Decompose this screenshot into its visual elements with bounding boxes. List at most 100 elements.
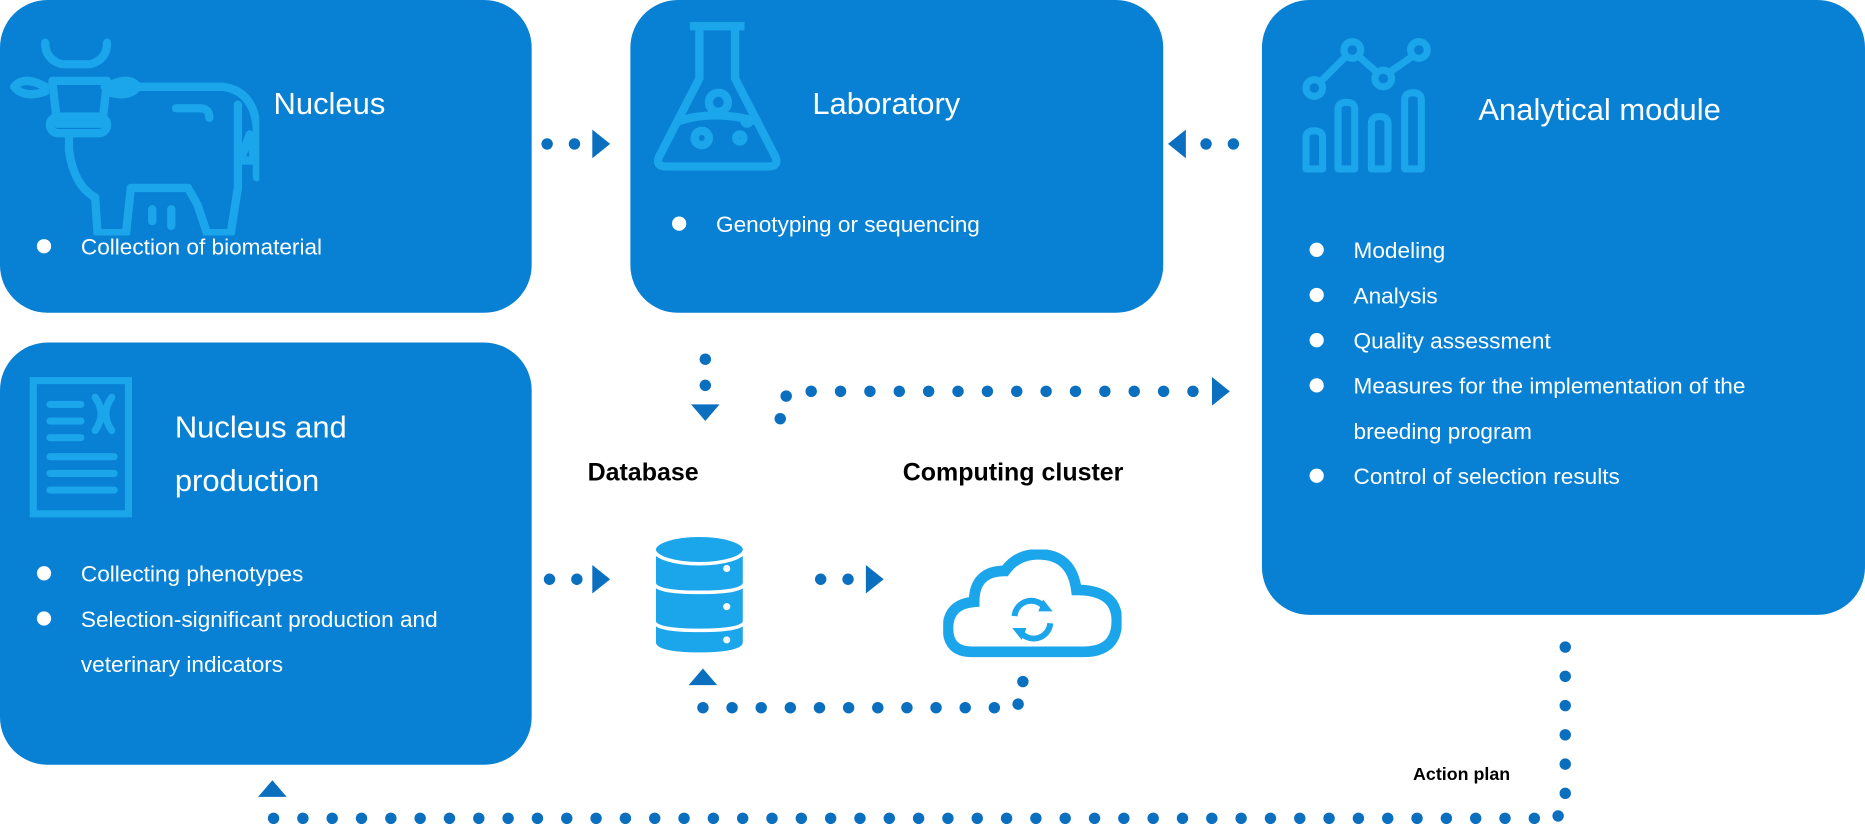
connector-dot — [824, 812, 837, 825]
document-chromosome-icon — [29, 377, 133, 518]
analytical-module-title: Analytical module — [1478, 91, 1721, 128]
connector-dot — [1559, 787, 1571, 800]
list-item: Control of selection results — [1309, 456, 1830, 501]
connector-dot — [568, 138, 581, 150]
connector-dot — [1088, 812, 1101, 825]
connector-dot — [901, 701, 913, 714]
list-item: Collecting phenotypes — [36, 553, 474, 598]
connector-dot — [988, 701, 1001, 714]
connector-dot — [1128, 385, 1140, 398]
computing-cluster-label: Computing cluster — [902, 459, 1124, 487]
connector-dot — [784, 701, 797, 714]
connector-dot — [726, 701, 738, 714]
connector-dot — [385, 812, 397, 825]
connector-dot — [834, 385, 847, 398]
connector-dot — [1559, 729, 1571, 741]
connector-dot — [1176, 812, 1189, 825]
list-item: Quality assessment — [1309, 320, 1830, 365]
connector-dot — [842, 573, 854, 585]
connector-dot — [1352, 812, 1365, 825]
arrow-head-icon — [865, 564, 884, 594]
connector-dot — [736, 812, 749, 825]
connector-dot — [1012, 698, 1024, 710]
connector-dot — [699, 379, 712, 392]
connector-dot — [766, 812, 778, 825]
connector-dot — [561, 812, 573, 825]
connector-dot — [649, 812, 661, 825]
laboratory-list: Genotyping or sequencing — [672, 203, 980, 248]
nucleus-production-title-line2: production — [174, 462, 320, 499]
connector-dot — [922, 385, 935, 398]
connector-dot — [1559, 641, 1571, 653]
connector-dot — [1469, 812, 1482, 825]
connector-dot — [864, 385, 876, 398]
arrow-head-icon — [258, 780, 287, 797]
connector-dot — [971, 812, 983, 825]
connector-dot — [297, 812, 309, 825]
connector-dot — [1099, 385, 1111, 398]
connector-dot — [541, 138, 553, 150]
action-plan-label: Action plan — [1413, 764, 1511, 786]
connector-dot — [1040, 385, 1052, 398]
connector-dot — [814, 573, 827, 585]
list-item: Collection of biomaterial — [36, 226, 322, 271]
analytical-module-box: Analytical module Modeling Analysis Qual… — [1261, 0, 1865, 615]
nucleus-title: Nucleus — [273, 85, 386, 122]
connector-dot — [1157, 385, 1170, 398]
connector-dot — [930, 701, 942, 714]
connector-dot — [1552, 810, 1564, 822]
list-item: Measures for the implementation of the b… — [1309, 365, 1830, 455]
arrow-head-icon — [1211, 377, 1230, 406]
connector-dot — [1030, 812, 1042, 825]
connector-dot — [942, 812, 954, 825]
laboratory-box: Laboratory Genotyping or sequencing — [630, 0, 1164, 313]
connector-dot — [795, 812, 808, 825]
connector-dot — [1069, 385, 1082, 398]
connector-dot — [1206, 812, 1218, 825]
production-list: Collecting phenotypes Selection-signific… — [36, 553, 474, 689]
arrow-head-icon — [592, 564, 611, 594]
list-item: Modeling — [1309, 230, 1830, 275]
nucleus-production-title-line1: Nucleus and — [174, 409, 347, 445]
connector-dot — [571, 573, 583, 585]
connector-dot — [355, 812, 368, 825]
connector-dot — [699, 353, 712, 365]
connector-dot — [912, 812, 925, 825]
connector-dot — [1200, 138, 1212, 150]
connector-dot — [1499, 812, 1511, 825]
connector-dot — [543, 573, 556, 585]
connector-dot — [678, 812, 690, 825]
connector-dot — [1294, 812, 1306, 825]
laboratory-title: Laboratory — [812, 85, 961, 122]
connector-dot — [1059, 812, 1071, 825]
cloud-sync-icon — [943, 549, 1122, 658]
flask-icon — [653, 22, 781, 171]
arrow-head-icon — [592, 129, 611, 159]
list-item: Genotyping or sequencing — [672, 203, 980, 248]
connector-dot — [473, 812, 485, 825]
connector-dot — [707, 812, 720, 825]
connector-dot — [697, 701, 709, 714]
connector-dot — [780, 390, 792, 402]
connector-dot — [590, 812, 602, 825]
connector-dot — [774, 412, 786, 425]
nucleus-box: Nucleus Collection of biomaterial — [0, 0, 532, 313]
nucleus-list: Collection of biomaterial — [36, 226, 322, 271]
connector-dot — [531, 812, 544, 825]
connector-dot — [813, 701, 826, 714]
connector-dot — [1528, 812, 1541, 825]
connector-dot — [619, 812, 632, 825]
connector-dot — [1411, 812, 1423, 825]
connector-dot — [1559, 670, 1571, 683]
connector-dot — [893, 385, 905, 398]
connector-dot — [981, 385, 994, 398]
connector-dot — [1440, 812, 1453, 825]
connector-dot — [959, 701, 971, 714]
cow-icon — [10, 38, 260, 236]
connector-dot — [1011, 385, 1023, 398]
database-label: Database — [587, 459, 699, 487]
connector-dot — [1227, 138, 1240, 150]
connector-dot — [1118, 812, 1130, 825]
connector-dot — [854, 812, 866, 825]
